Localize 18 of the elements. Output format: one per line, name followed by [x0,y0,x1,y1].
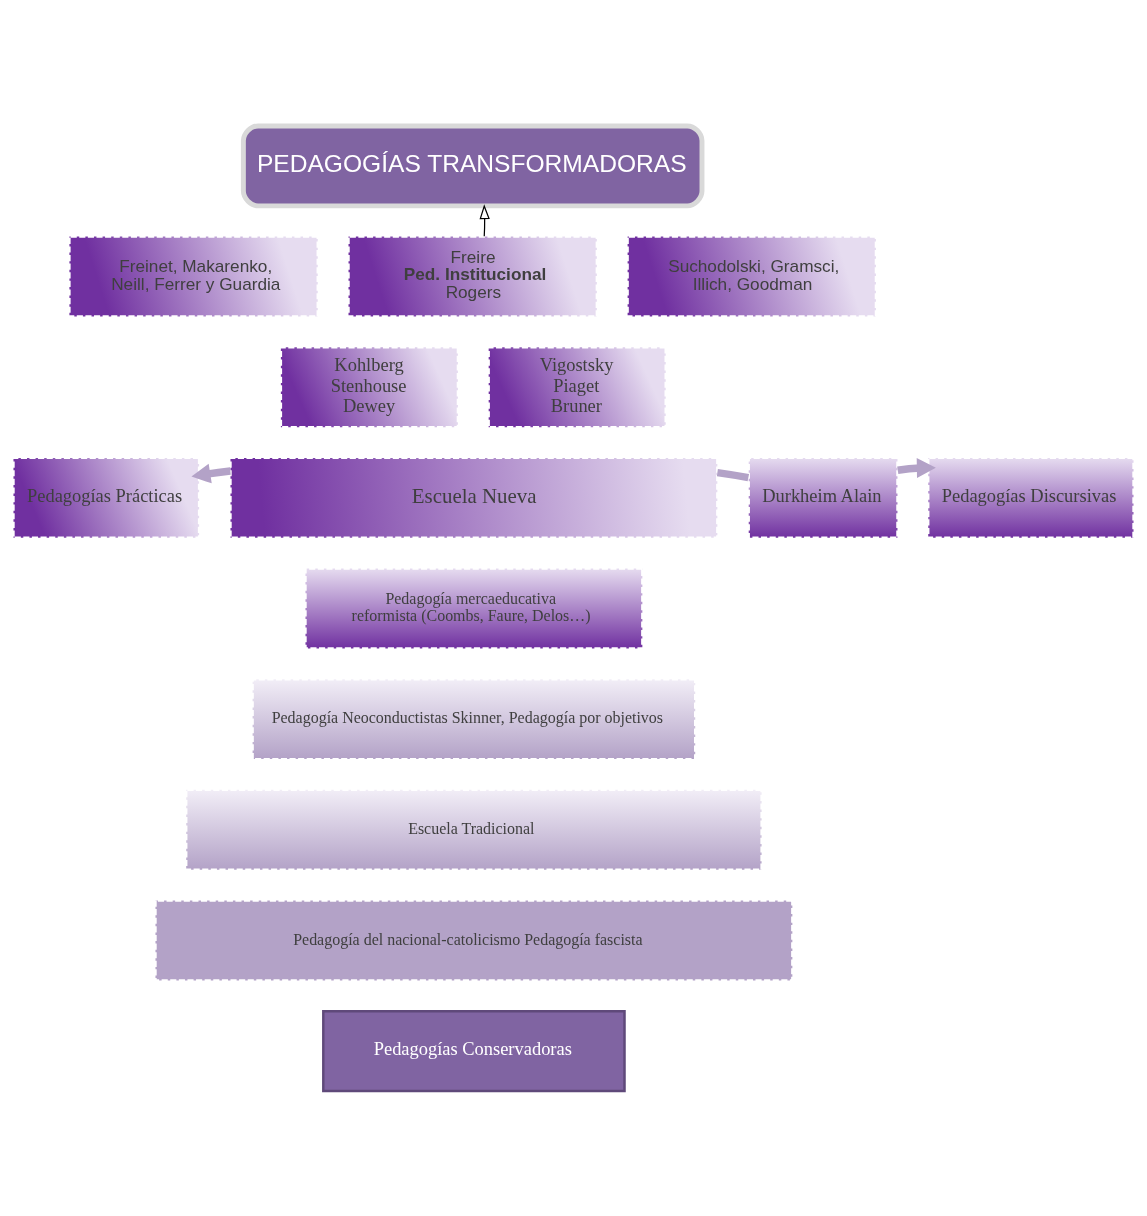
connector [716,468,750,481]
node-box: Pedagogías Prácticas [12,456,201,539]
node-box: Suchodolski, Gramsci, Illich, Goodman [626,234,878,318]
node-box: Vigostsky Piaget Bruner [487,345,667,428]
arrow [191,463,231,483]
node-box: Escuela Nueva [229,456,719,539]
node-box: Pedagogía del nacional-catolicismo Pedagogía fascista [154,898,794,982]
node-box: Kohlberg Stenhouse Dewey [279,345,460,428]
node-box: PEDAGOGÍAS TRANSFORMADORAS [240,122,705,208]
arrow [897,457,936,478]
node-box: Pedagogías Conservadoras [322,1009,626,1092]
node-box: Freinet, Makarenko, Neill, Ferrer y Guardia [68,234,319,318]
node-box: Durkheim Alain [747,456,899,539]
node-box: Freire Ped. Institucional Rogers [347,234,599,318]
node-box: Pedagogía mercaeducativa reformista (Coombs, Faure, Delos…) [304,566,644,650]
node-box: Escuela Tradicional [184,788,763,871]
node-box: Pedagogía Neoconductistas Skinner, Pedagogía por objetivos [251,677,697,760]
node-box: Pedagogías Discursivas [927,456,1135,539]
